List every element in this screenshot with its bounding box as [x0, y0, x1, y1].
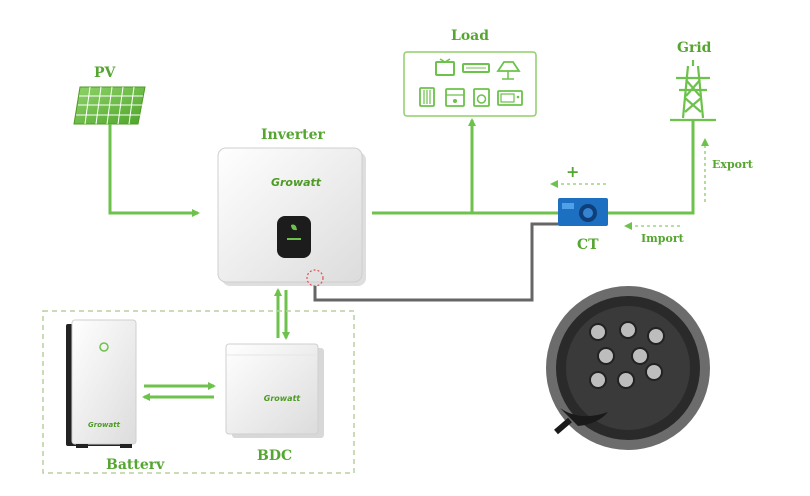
pv-to-inverter-line [108, 124, 200, 217]
heater-icon [419, 87, 435, 107]
import-label: Import [641, 232, 684, 245]
plus-label: + [566, 162, 580, 181]
grid-tower-icon [670, 60, 716, 122]
load-box [403, 51, 537, 117]
bdc-label: BDC [257, 448, 293, 464]
lamp-icon [496, 61, 521, 80]
battery-device [66, 319, 137, 448]
washing-machine-icon [473, 88, 490, 107]
microwave-icon [497, 90, 523, 106]
grid-label: Grid [677, 40, 712, 56]
stove-icon [445, 88, 465, 107]
bdc-device [225, 343, 324, 438]
ct-connector-photo [546, 286, 710, 450]
pv-panel-icon [73, 86, 146, 125]
bdc-brand: Growatt [264, 394, 302, 403]
storage-group-box [42, 310, 355, 474]
export-label: Export [712, 158, 753, 171]
pv-label: PV [94, 65, 116, 81]
battery-label: Batterv [106, 457, 165, 473]
battery-brand: Growatt [88, 421, 121, 429]
inverter-brand: Growatt [271, 176, 322, 189]
load-label: Load [451, 28, 490, 44]
inverter-device [217, 147, 366, 286]
ct-sensor-device [558, 198, 608, 226]
ct-cable [313, 222, 560, 302]
ct-label: CT [577, 237, 599, 253]
inverter-label: Inverter [261, 127, 325, 143]
air-conditioner-icon [462, 63, 490, 73]
inverter-to-grid-line [372, 120, 695, 215]
tv-icon [435, 58, 455, 76]
